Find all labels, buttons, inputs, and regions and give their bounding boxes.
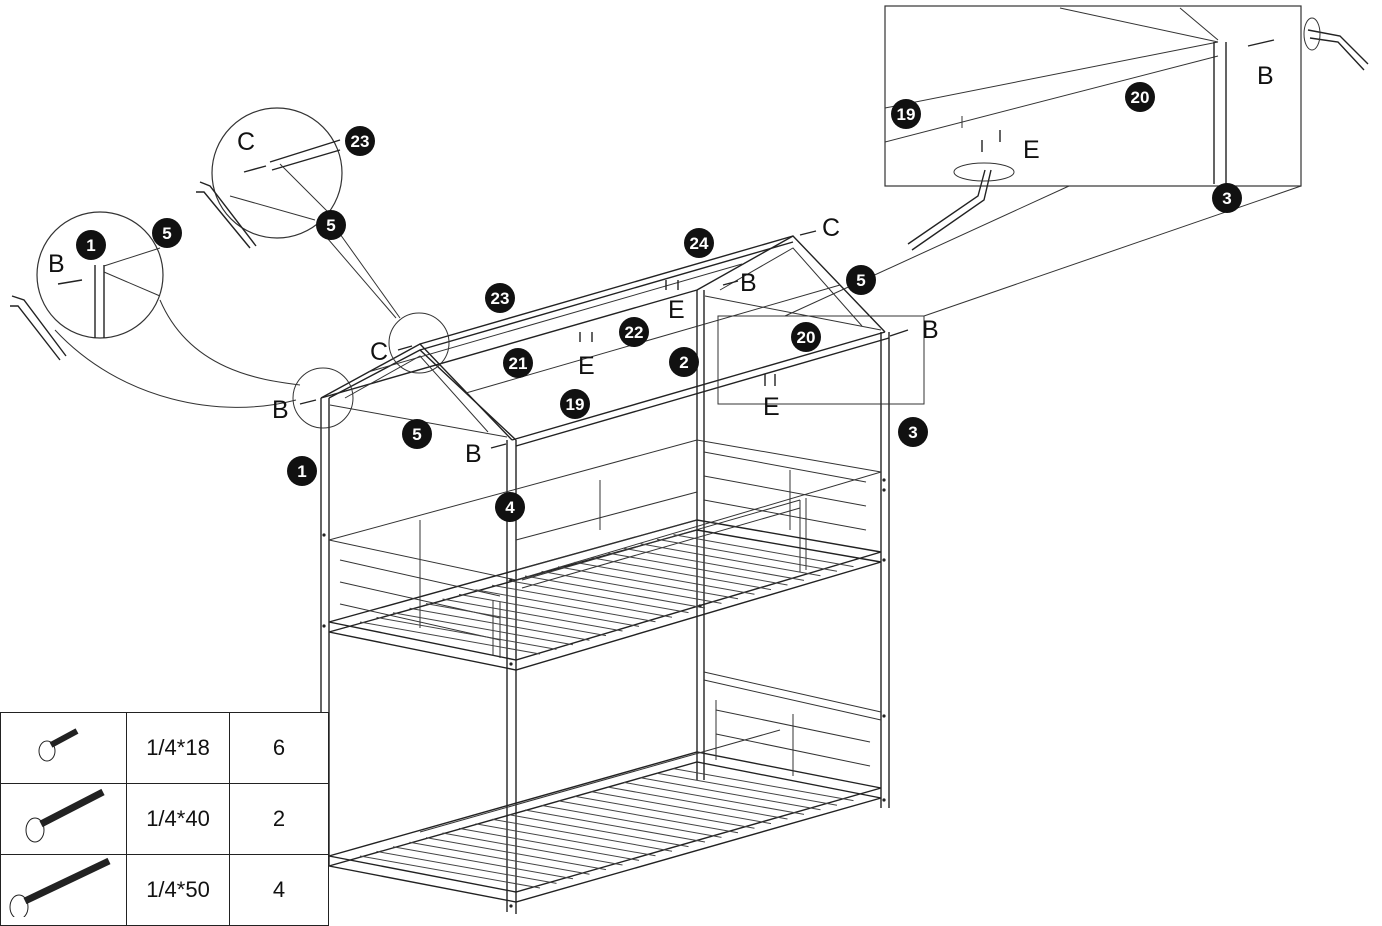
leader-line — [784, 185, 1070, 317]
part-callout-5: 5 — [846, 265, 876, 295]
screw-markers — [299, 230, 909, 449]
svg-text:24: 24 — [690, 234, 709, 253]
letter-labels: B C C C B B B B B E E E E — [48, 62, 1274, 468]
part-callout-21: 21 — [503, 348, 533, 378]
label-e: E — [1023, 136, 1040, 164]
leader-line — [329, 219, 401, 319]
part-callout-3: 3 — [1212, 183, 1242, 213]
label-e: E — [763, 393, 780, 421]
part-callout-23: 23 — [485, 283, 515, 313]
svg-text:20: 20 — [797, 328, 816, 347]
label-b: B — [465, 440, 482, 468]
bolt-holes — [322, 478, 886, 908]
qty-cell: 4 — [229, 854, 329, 926]
size-cell: 1/4*18 — [126, 712, 230, 784]
part-callout-20: 20 — [1125, 82, 1155, 112]
svg-text:20: 20 — [1131, 88, 1150, 107]
detail-frame — [717, 315, 925, 405]
label-b: B — [922, 316, 939, 344]
label-b: B — [1257, 62, 1274, 90]
part-callout-5: 5 — [152, 218, 182, 248]
bolt-long-icon — [0, 854, 127, 926]
label-b: B — [272, 396, 289, 424]
svg-text:3: 3 — [1222, 189, 1231, 208]
part-callout-24: 24 — [684, 228, 714, 258]
part-callout-22: 22 — [619, 317, 649, 347]
svg-text:23: 23 — [491, 289, 510, 308]
part-callout-4: 4 — [495, 492, 525, 522]
part-callout-3: 3 — [898, 417, 928, 447]
svg-text:21: 21 — [509, 354, 528, 373]
qty-cell: 6 — [229, 712, 329, 784]
size-cell: 1/4*50 — [126, 854, 230, 926]
detail-circle-ridge — [196, 107, 343, 249]
svg-text:3: 3 — [908, 423, 917, 442]
label-c: C — [822, 214, 840, 242]
svg-text:2: 2 — [679, 353, 688, 372]
leader-curve — [54, 329, 297, 408]
bunk-bed-frame — [320, 235, 890, 914]
bolt-short-icon — [0, 712, 127, 784]
svg-text:1: 1 — [297, 462, 306, 481]
part-callout-5: 5 — [402, 419, 432, 449]
label-e: E — [578, 352, 595, 380]
hardware-table: 1/4*18 6 1/4*40 2 1/4*50 4 — [0, 712, 329, 926]
part-callout-1: 1 — [76, 230, 106, 260]
label-c: C — [370, 338, 388, 366]
table-row: 1/4*18 6 — [0, 712, 329, 784]
svg-text:4: 4 — [505, 498, 515, 517]
lower-slats — [359, 768, 854, 889]
table-row: 1/4*50 4 — [0, 854, 329, 926]
leader-line — [321, 231, 397, 319]
part-callout-19: 19 — [891, 99, 921, 129]
upper-slats — [359, 534, 854, 655]
label-c: C — [237, 128, 255, 156]
svg-text:19: 19 — [897, 105, 916, 124]
leader-curve — [159, 299, 301, 386]
svg-text:22: 22 — [625, 323, 644, 342]
svg-text:5: 5 — [162, 224, 171, 243]
label-b: B — [740, 269, 757, 297]
svg-text:5: 5 — [412, 425, 421, 444]
part-callout-20: 20 — [791, 322, 821, 352]
svg-text:5: 5 — [326, 216, 335, 235]
part-callout-5: 5 — [316, 210, 346, 240]
qty-cell: 2 — [229, 783, 329, 855]
part-callout-2: 2 — [669, 347, 699, 377]
svg-text:19: 19 — [566, 395, 585, 414]
part-callout-1: 1 — [287, 456, 317, 486]
size-cell: 1/4*40 — [126, 783, 230, 855]
part-callout-19: 19 — [560, 389, 590, 419]
zoom-circle-ridge — [388, 312, 450, 374]
bolt-medium-icon — [0, 783, 127, 855]
zoom-circle-corner — [292, 367, 354, 429]
detail-circle-corner — [10, 211, 164, 361]
svg-text:23: 23 — [351, 132, 370, 151]
svg-text:1: 1 — [86, 236, 95, 255]
label-b: B — [48, 250, 65, 278]
detail-box-roof-ridge — [884, 5, 1369, 251]
part-callout-23: 23 — [345, 126, 375, 156]
leader-line — [923, 185, 1302, 317]
table-row: 1/4*40 2 — [0, 783, 329, 855]
svg-text:5: 5 — [856, 271, 865, 290]
label-e: E — [668, 296, 685, 324]
